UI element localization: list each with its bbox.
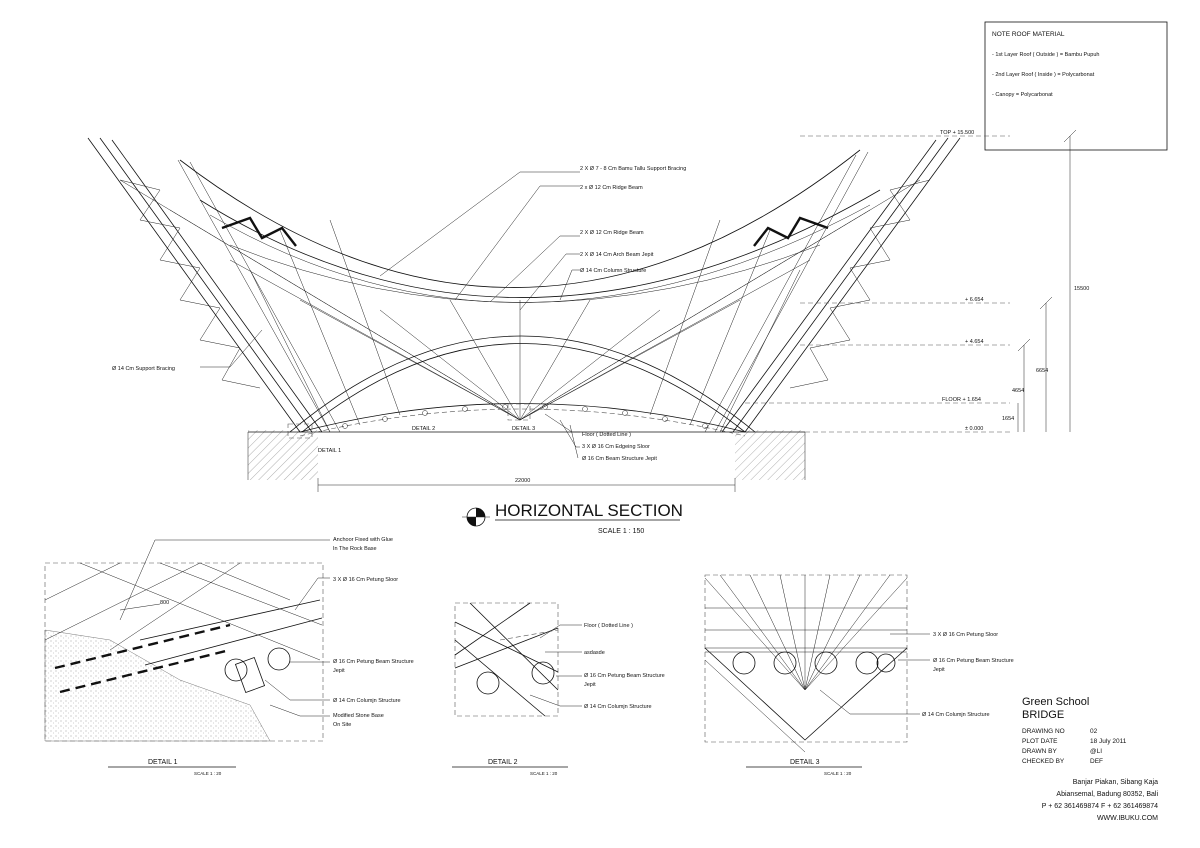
detail-2-drawing: Floor ( Dotted Line ) asdasde Ø 16 Cm Pe…	[452, 602, 665, 776]
level-floor: FLOOR + 1.654	[942, 397, 981, 403]
tb-value-plot-date: 18 July 2011	[1090, 738, 1127, 745]
d1-title: DETAIL 1	[148, 759, 178, 766]
title-block: Green School BRIDGE DRAWING NO 02 PLOT D…	[1022, 696, 1158, 822]
tb-project: Green School	[1022, 696, 1089, 708]
detail-tag-2: DETAIL 2	[412, 426, 435, 432]
d1-callout-beam-2: Jepit	[333, 668, 345, 674]
tb-website: WWW.IBUKU.COM	[1097, 815, 1158, 822]
callout-floor-dotted: Floor ( Dotted Line )	[582, 432, 631, 438]
note-line-1: - 1st Layer Roof ( Outside ) = Bambu Pup…	[992, 52, 1099, 58]
dim-4654: 4654	[1012, 388, 1024, 394]
note-line-3: - Canopy = Polycarbonat	[992, 92, 1053, 98]
tb-label-drawn-by: DRAWN BY	[1022, 748, 1057, 755]
dim-6654: 6654	[1036, 368, 1048, 374]
detail-1-drawing: 800 Anchoor Fixed with Glue In The Rock …	[44, 537, 414, 776]
tb-address-1: Banjar Piakan, Sibang Kaja	[1073, 779, 1158, 786]
dim-15500: 15500	[1074, 286, 1089, 292]
callout-support-bracing: 2 X Ø 7 - 8 Cm Bamu Tallu Support Bracin…	[580, 166, 686, 172]
ground-right-hatch	[735, 430, 805, 480]
d2-callout-beam-1: Ø 16 Cm Petung Beam Structure	[584, 673, 665, 679]
dim-22000: 22000	[515, 478, 530, 484]
callout-column-structure: Ø 14 Cm Column Structure	[580, 268, 646, 274]
tb-label-drawing-no: DRAWING NO	[1022, 728, 1065, 735]
tb-address-2: Abiansemal, Badung 80352, Bali	[1056, 791, 1158, 798]
d3-callout-sloor: 3 X Ø 16 Cm Petung Sloor	[933, 632, 998, 638]
d1-callout-anchor-1: Anchoor Fixed with Glue	[333, 537, 393, 543]
d1-callout-column: Ø 14 Cm Columjn Structure	[333, 698, 401, 704]
detail-tag-1: DETAIL 1	[318, 448, 341, 454]
note-roof-material-box: NOTE ROOF MATERIAL - 1st Layer Roof ( Ou…	[984, 21, 1168, 151]
tb-value-drawing-no: 02	[1090, 728, 1098, 735]
tb-label-checked-by: CHECKED BY	[1022, 758, 1065, 765]
tb-value-checked-by: DEF	[1090, 758, 1103, 765]
level-6654: + 6.654	[965, 297, 984, 303]
callout-arch-beam: 2 X Ø 14 Cm Arch Beam Jepit	[580, 252, 654, 258]
d2-callout-beam-2: Jepit	[584, 682, 596, 688]
d1-callout-sloor: 3 X Ø 16 Cm Petung Sloor	[333, 577, 398, 583]
d3-callout-column: Ø 14 Cm Columjn Structure	[922, 712, 990, 718]
d1-callout-stone-1: Modified Stone Base	[333, 713, 384, 719]
section-scale: SCALE 1 : 150	[598, 528, 644, 535]
d1-callout-stone-2: On Site	[333, 722, 351, 728]
d2-title: DETAIL 2	[488, 759, 518, 766]
section-title: HORIZONTAL SECTION	[495, 501, 683, 520]
d3-title: DETAIL 3	[790, 759, 820, 766]
d1-dim-800: 800	[160, 600, 169, 606]
callout-support-bracing-left: Ø 14 Cm Support Bracing	[112, 366, 175, 372]
detail-3-drawing: 3 X Ø 16 Cm Petung Sloor Ø 16 Cm Petung …	[704, 574, 1014, 776]
detail-tag-3: DETAIL 3	[512, 426, 535, 432]
ground-left-hatch	[248, 430, 318, 480]
d1-scale: SCALE 1 : 20	[194, 771, 222, 776]
level-zero: ± 0.000	[965, 426, 983, 432]
d3-callout-beam-2: Jepit	[933, 667, 945, 673]
level-4654: + 4.654	[965, 339, 984, 345]
dim-1654: 1654	[1002, 416, 1014, 422]
tb-name: BRIDGE	[1022, 709, 1064, 721]
d3-callout-beam-1: Ø 16 Cm Petung Beam Structure	[933, 658, 1014, 664]
note-line-2: - 2nd Layer Roof ( Inside ) = Polycarbon…	[992, 72, 1095, 78]
callout-edging-sloor: 3 X Ø 16 Cm Edgeing Sloor	[582, 444, 650, 450]
d2-callout-column: Ø 14 Cm Columjn Structure	[584, 704, 652, 710]
d2-scale: SCALE 1 : 20	[530, 771, 558, 776]
tb-label-plot-date: PLOT DATE	[1022, 738, 1058, 745]
callout-ridge-beam-2: 2 X Ø 12 Cm Ridge Beam	[580, 230, 644, 236]
callout-beam-jepit: Ø 16 Cm Beam Structure Jepit	[582, 456, 657, 462]
tb-value-drawn-by: @LI	[1090, 748, 1102, 755]
note-title: NOTE ROOF MATERIAL	[992, 31, 1065, 38]
d1-callout-beam-1: Ø 16 Cm Petung Beam Structure	[333, 659, 414, 665]
tb-phone: P + 62 361469874 F + 62 361469874	[1042, 803, 1158, 810]
d1-callout-anchor-2: In The Rock Base	[333, 546, 377, 552]
horizontal-section-drawing: 2 X Ø 7 - 8 Cm Bamu Tallu Support Bracin…	[87, 129, 1089, 535]
d2-callout-asdasde: asdasde	[584, 650, 605, 656]
callout-ridge-beam-1: 2 x Ø 12 Cm Ridge Beam	[580, 185, 643, 191]
d2-callout-floor: Floor ( Dotted Line )	[584, 623, 633, 629]
level-top: TOP + 15.500	[940, 130, 974, 136]
d3-scale: SCALE 1 : 20	[824, 771, 852, 776]
